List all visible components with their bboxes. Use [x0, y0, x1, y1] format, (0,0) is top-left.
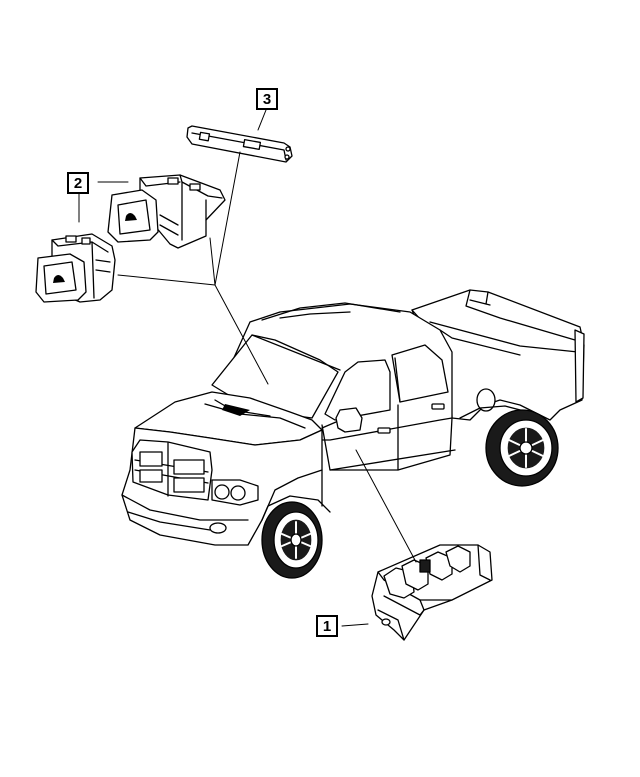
front-door — [322, 405, 398, 470]
front-bumper — [122, 495, 248, 520]
leader-1-to-switch — [342, 624, 368, 626]
truck-bed — [412, 290, 584, 420]
fog-lamp — [210, 523, 226, 533]
front-door-window — [325, 360, 390, 420]
rear-door — [398, 418, 452, 470]
tailgate — [575, 330, 584, 402]
leader-3-to-switch — [258, 110, 266, 130]
leader-1-to-door — [356, 450, 416, 562]
leader-lines — [79, 110, 416, 626]
fuel-door — [477, 389, 495, 411]
callout-1: 1 — [316, 615, 338, 637]
leader-3-to-truck — [215, 152, 240, 285]
leader-to-overhead — [215, 285, 268, 384]
rear-door-handle — [432, 404, 444, 409]
leader-2-lower-to-truck — [118, 275, 215, 285]
rear-wheel — [486, 410, 558, 486]
front-door-handle — [378, 428, 390, 433]
part-2-switch-lower — [36, 234, 115, 302]
part-2-switch-upper — [108, 175, 225, 248]
callout-2: 2 — [67, 172, 89, 194]
pickup-truck — [122, 290, 584, 545]
front-wheel — [262, 502, 322, 578]
side-mirror — [336, 408, 362, 432]
part-3-overhead-switch — [187, 126, 292, 162]
part-1-master-switch — [372, 545, 492, 640]
callout-3: 3 — [256, 88, 278, 110]
leader-2-upper-to-truck — [210, 238, 215, 285]
